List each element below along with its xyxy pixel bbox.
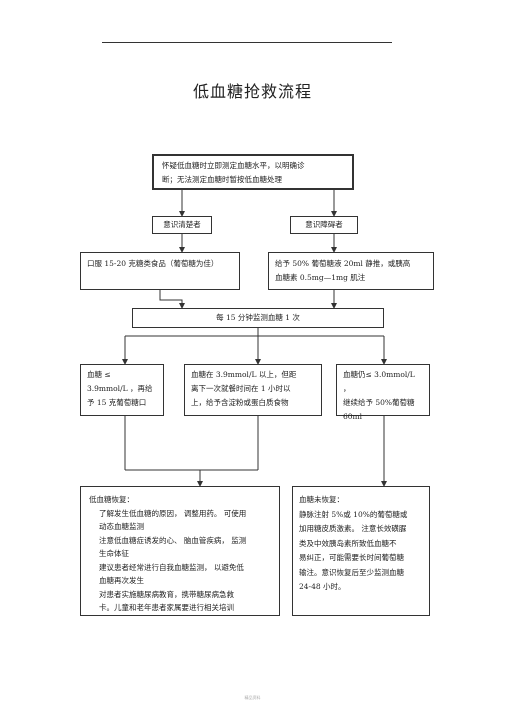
recovered-line: 了解发生低血糖的原因， 调整用药。 可使用 bbox=[99, 508, 247, 518]
still-low-line-1: 血糖仍≤ 3.0mmol/L ， bbox=[343, 370, 415, 393]
node-monitor: 每 15 分钟监测血糖 1 次 bbox=[132, 308, 384, 328]
low-line-1: 血糖 ≤ bbox=[87, 370, 111, 379]
low-line-3: 予 15 克葡萄糖口 bbox=[87, 398, 147, 407]
node-not-recovered: 血糖未恢复： 静脉注射 5%或 10%的葡萄糖或 加用糖皮质激素。 注意长效磺脲… bbox=[292, 486, 430, 616]
not-recovered-line: 静脉注射 5%或 10%的葡萄糖或 bbox=[299, 509, 408, 519]
node-start: 怀疑低血糖时立即测定血糖水平，以明确诊 断；无法测定血糖时暂按低血糖处理 bbox=[152, 154, 354, 190]
not-recovered-line: 输注。意识恢复后至少监测血糖 bbox=[299, 567, 404, 577]
not-recovered-line: 24-48 小时。 bbox=[299, 582, 346, 591]
not-recovered-heading: 血糖未恢复： bbox=[299, 495, 344, 504]
start-line-2: 断；无法测定血糖时暂按低血糖处理 bbox=[162, 175, 282, 184]
node-oral: 口服 15-20 克糖类食品（葡萄糖为佳） bbox=[80, 252, 240, 290]
footer-watermark: 精品资料 bbox=[244, 695, 261, 700]
monitor-label: 每 15 分钟监测血糖 1 次 bbox=[216, 313, 300, 322]
node-still-low: 血糖仍≤ 3.0mmol/L ， 继续给予 50%葡萄糖 60ml bbox=[336, 364, 430, 421]
low-line-2: 3.9mmol/L ，再给 bbox=[87, 384, 153, 393]
recovered-line: 生命体征 bbox=[99, 549, 129, 558]
recovered-line: 动态血糖监测 bbox=[99, 522, 144, 531]
node-conscious: 意识清楚者 bbox=[152, 216, 212, 234]
iv-line-1: 给予 50% 葡萄糖液 20ml 静推，或胰高 bbox=[275, 259, 411, 268]
recovered-line: 血糖再次发生 bbox=[99, 576, 144, 585]
top-rule bbox=[102, 42, 392, 43]
node-impaired: 意识障碍者 bbox=[290, 216, 358, 234]
start-line-1: 怀疑低血糖时立即测定血糖水平，以明确诊 bbox=[162, 161, 305, 170]
still-low-line-3: 60ml bbox=[343, 412, 363, 421]
mid-line-3: 上，给予含淀粉或蛋白质食物 bbox=[191, 398, 289, 407]
recovered-heading: 低血糖恢复： bbox=[89, 495, 134, 504]
recovered-line: 注意低血糖症诱发的心、 脑血管疾病， 监测 bbox=[99, 535, 247, 545]
still-low-line-2: 继续给予 50%葡萄糖 bbox=[343, 398, 415, 407]
mid-line-2: 离下一次就餐时间在 1 小时以 bbox=[191, 384, 291, 393]
node-recovered: 低血糖恢复： 了解发生低血糖的原因， 调整用药。 可使用 动态血糖监测 注意低血… bbox=[80, 486, 280, 616]
not-recovered-line: 易纠正，可能需要长时间葡萄糖 bbox=[299, 553, 404, 562]
node-mid: 血糖在 3.9mmol/L 以上，但距 离下一次就餐时间在 1 小时以 上，给予… bbox=[184, 364, 322, 416]
oral-label: 口服 15-20 克糖类食品（葡萄糖为佳） bbox=[87, 259, 219, 268]
not-recovered-line: 加用糖皮质激素。 注意长效磺脲 bbox=[299, 524, 407, 533]
node-iv: 给予 50% 葡萄糖液 20ml 静推，或胰高 血糖素 0.5mg—1mg 肌注 bbox=[268, 252, 434, 290]
recovered-line: 对患者实施糖尿病教育，携带糖尿病急救 bbox=[99, 589, 234, 599]
mid-line-1: 血糖在 3.9mmol/L 以上，但距 bbox=[191, 370, 297, 379]
conscious-label: 意识清楚者 bbox=[163, 220, 201, 229]
iv-line-2: 血糖素 0.5mg—1mg 肌注 bbox=[275, 273, 366, 282]
arrow-oral-to-monitor bbox=[159, 290, 185, 309]
recovered-line: 卡。儿童和老年患者家属要进行相关培训 bbox=[99, 603, 234, 612]
page-title: 低血糖抢救流程 bbox=[192, 82, 312, 101]
node-low: 血糖 ≤ 3.9mmol/L ，再给 予 15 克葡萄糖口 bbox=[80, 364, 164, 416]
impaired-label: 意识障碍者 bbox=[305, 220, 343, 229]
not-recovered-line: 类及中效胰岛素所致低血糖不 bbox=[299, 538, 397, 548]
recovered-line: 建议患者经常进行自我血糖监测， 以避免低 bbox=[99, 562, 244, 572]
